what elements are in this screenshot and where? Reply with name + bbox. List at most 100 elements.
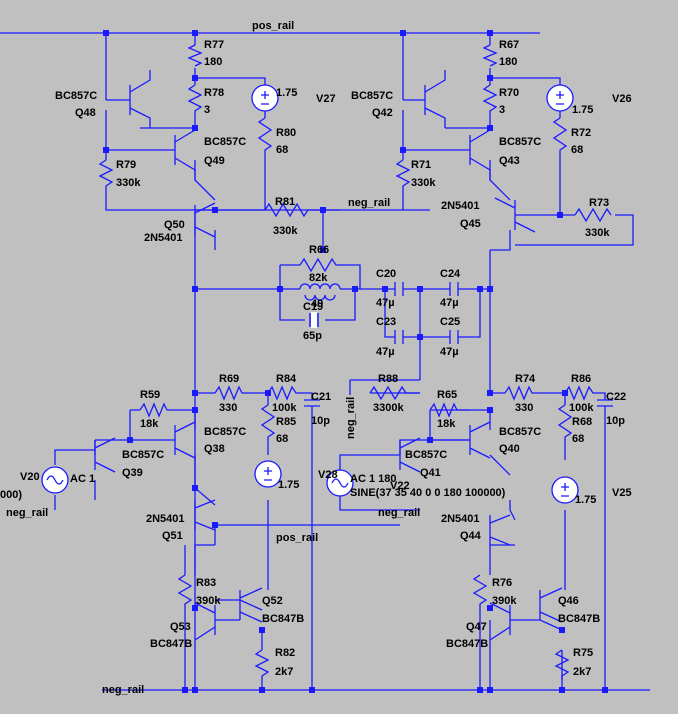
inductor-L1 xyxy=(299,283,341,301)
transistor-Q43 xyxy=(455,129,491,180)
resistor-R68 xyxy=(557,404,573,440)
resistor-R77 xyxy=(187,44,203,67)
label-R66-value: 82k xyxy=(309,272,328,284)
label-Q51-model: 2N5401 xyxy=(146,513,185,525)
label-R73-value: 330k xyxy=(585,227,610,239)
net-neg-rail-upper: neg_rail xyxy=(348,197,390,209)
label-V24-value: 1.75 xyxy=(278,479,299,491)
label-R75-ref: R75 xyxy=(573,647,593,659)
label-R76-value: 390k xyxy=(492,595,517,607)
label-C23-value: 47µ xyxy=(376,346,395,358)
resistor-R76 xyxy=(472,574,488,610)
resistor-R74 xyxy=(504,385,540,401)
label-R73-ref: R73 xyxy=(589,197,609,209)
component-labels: R77 180 R78 3 1.75 V27 R80 68 BC857C Q48… xyxy=(0,39,632,678)
resistor-R88 xyxy=(369,385,420,401)
transistor-Q40 xyxy=(455,421,491,459)
label-Q50-model: 2N5401 xyxy=(144,232,183,244)
wires xyxy=(0,32,650,691)
capacitor-C25 xyxy=(449,330,459,344)
source-V26-icon xyxy=(546,84,574,112)
label-C19-ref: C19 xyxy=(303,301,323,313)
label-V28-sine: SINE(37 35 40 0 0 180 100000) xyxy=(350,487,506,499)
label-C25-value: 47µ xyxy=(440,346,459,358)
capacitor-C23 xyxy=(394,330,404,344)
label-R67-ref: R67 xyxy=(499,39,519,51)
label-Q48-ref: Q48 xyxy=(75,107,96,119)
transistor-Q38 xyxy=(160,421,196,459)
label-V26-value: 1.75 xyxy=(572,104,593,116)
label-R81-ref: R81 xyxy=(275,196,295,208)
voltage-sources xyxy=(41,84,579,504)
resistor-R83 xyxy=(177,574,193,610)
label-Q53-model: BC847B xyxy=(150,638,192,650)
label-V25-ref: V25 xyxy=(612,487,632,499)
label-L1-value: 40 xyxy=(311,298,323,310)
capacitor-C22 xyxy=(597,399,613,407)
label-C21-ref: C21 xyxy=(311,391,331,403)
resistor-R84 xyxy=(267,385,300,401)
resistor-R72 xyxy=(552,117,568,160)
label-C25-ref: C25 xyxy=(440,316,460,328)
label-R84-ref: R84 xyxy=(276,373,297,385)
resistor-R71 xyxy=(395,159,411,190)
label-Q48-model: BC857C xyxy=(55,90,97,102)
transistor-Q51 xyxy=(194,499,216,531)
label-R77-value: 180 xyxy=(204,56,222,68)
label-R77-ref: R77 xyxy=(204,39,224,51)
label-R80-ref: R80 xyxy=(276,127,296,139)
label-R71-value: 330k xyxy=(411,177,436,189)
label-R68-value: 68 xyxy=(572,433,584,445)
label-Q39-model: BC857C xyxy=(122,449,164,461)
capacitors xyxy=(304,282,613,407)
resistor-R70 xyxy=(482,84,498,115)
resistor-R81 xyxy=(264,202,323,218)
label-Q38-model: BC857C xyxy=(204,426,246,438)
label-Q41-model: BC857C xyxy=(405,449,447,461)
label-R81-value: 330k xyxy=(273,225,298,237)
resistor-R59 xyxy=(139,402,170,418)
label-R70-ref: R70 xyxy=(499,87,519,99)
net-pos-rail-top: pos_rail xyxy=(252,20,294,32)
transistor-Q48 xyxy=(106,70,151,128)
label-R88-ref: R88 xyxy=(378,373,398,385)
label-V20-extra: 000) xyxy=(0,489,22,501)
label-R66-ref: R66 xyxy=(309,244,329,256)
source-V25-icon xyxy=(551,476,579,504)
label-V22-ref: V22 xyxy=(390,480,410,492)
transistors xyxy=(94,70,563,641)
label-R88-value: 3300k xyxy=(373,402,404,414)
label-R83-ref: R83 xyxy=(196,577,216,589)
resistor-R73 xyxy=(574,207,612,223)
label-R85-value: 68 xyxy=(276,433,288,445)
resistor-R79 xyxy=(98,159,114,190)
transistor-Q45 xyxy=(494,197,536,233)
transistor-Q44 xyxy=(489,514,511,546)
resistor-R67 xyxy=(482,44,498,67)
label-V20-ref: V20 xyxy=(20,471,40,483)
label-Q44-model: 2N5401 xyxy=(441,513,480,525)
net-neg-rail-left: neg_rail xyxy=(6,507,48,519)
label-V27-value: 1.75 xyxy=(276,87,297,99)
label-C22-ref: C22 xyxy=(606,391,626,403)
label-Q47-ref: Q47 xyxy=(466,621,487,633)
label-V28-ref: V28 xyxy=(318,469,338,481)
label-R86-ref: R86 xyxy=(571,373,591,385)
label-R83-value: 390k xyxy=(196,595,221,607)
label-R78-ref: R78 xyxy=(204,87,224,99)
label-V20-value: AC 1 xyxy=(70,473,95,485)
label-Q45-model: 2N5401 xyxy=(441,200,480,212)
label-Q40-model: BC857C xyxy=(499,426,541,438)
source-V28-icon xyxy=(326,469,354,497)
label-Q52-ref: Q52 xyxy=(262,595,283,607)
label-Q42-model: BC857C xyxy=(351,90,393,102)
label-R68-ref: R68 xyxy=(572,416,592,428)
label-Q45-ref: Q45 xyxy=(460,218,481,230)
label-C21-value: 10p xyxy=(311,415,330,427)
label-R69-value: 330 xyxy=(219,402,237,414)
label-C20-ref: C20 xyxy=(376,268,396,280)
transistor-Q39 xyxy=(94,437,116,473)
label-R85-ref: R85 xyxy=(276,416,296,428)
label-C24-ref: C24 xyxy=(440,268,461,280)
